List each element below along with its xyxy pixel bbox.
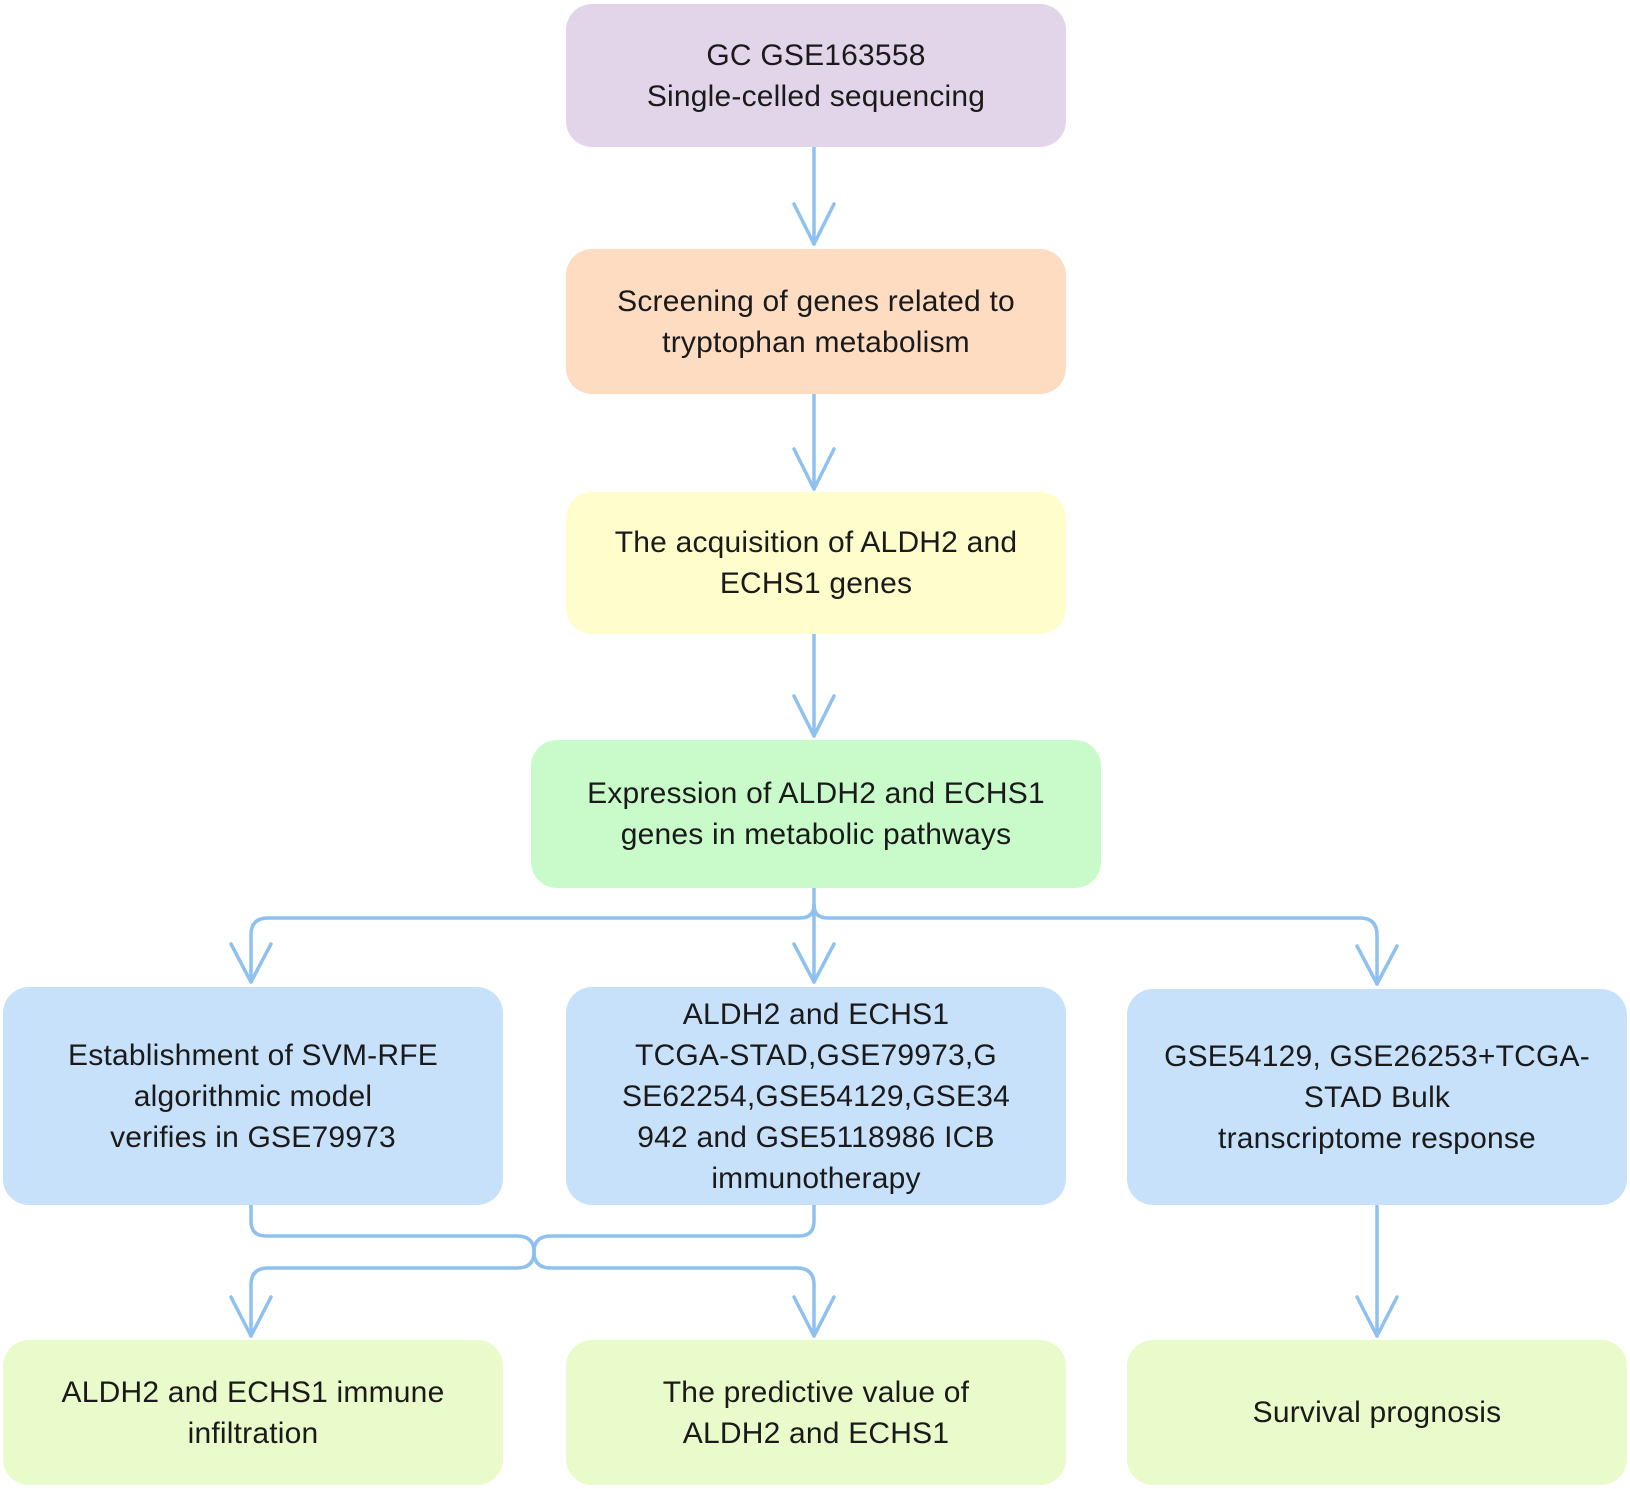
arrowhead bbox=[792, 1295, 836, 1338]
edge-expression-to-bulk bbox=[812, 903, 1379, 986]
node-text-line: ALDH2 and ECHS1 immune bbox=[61, 1375, 445, 1409]
node-predictive-value: The predictive value of ALDH2 and ECHS1 bbox=[566, 1340, 1066, 1485]
arrowhead bbox=[792, 202, 836, 246]
arrowhead bbox=[792, 447, 836, 491]
node-text-line: The predictive value of bbox=[662, 1375, 970, 1409]
edge-svm-merge bbox=[249, 1203, 536, 1254]
node-validation-sets: ALDH2 and ECHS1 TCGA-STAD,GSE79973,G SE6… bbox=[566, 987, 1066, 1205]
node-text-line: Expression of ALDH2 and ECHS1 bbox=[587, 777, 1045, 810]
arrowhead bbox=[1355, 1295, 1399, 1338]
node-text-line: verifies in GSE79973 bbox=[110, 1120, 396, 1154]
edge-validation-merge bbox=[532, 1203, 816, 1254]
node-immune-infiltration: ALDH2 and ECHS1 immune infiltration bbox=[3, 1340, 503, 1485]
node-text-line: Establishment of SVM-RFE bbox=[68, 1038, 438, 1072]
node-text-line: immunotherapy bbox=[711, 1161, 921, 1195]
edge-split-to-predictive bbox=[532, 1250, 816, 1338]
node-gc-sequencing: GC GSE163558 Single-celled sequencing bbox=[566, 4, 1066, 147]
arrowhead bbox=[792, 942, 836, 984]
arrowhead bbox=[229, 942, 273, 984]
arrowhead bbox=[792, 694, 836, 738]
node-text-line: genes in metabolic pathways bbox=[620, 818, 1012, 851]
node-text-line: algorithmic model bbox=[133, 1079, 373, 1113]
node-screening: Screening of genes related to tryptophan… bbox=[566, 249, 1066, 394]
node-text-line: tryptophan metabolism bbox=[662, 325, 970, 359]
node-svm-rfe: Establishment of SVM-RFE algorithmic mod… bbox=[3, 987, 503, 1205]
node-text-line: SE62254,GSE54129,GSE34 bbox=[621, 1079, 1010, 1113]
edge-split-to-immune bbox=[249, 1250, 536, 1338]
node-text-line: GSE54129, GSE26253+TCGA- bbox=[1164, 1039, 1590, 1073]
node-text-line: 942 and GSE5118986 ICB bbox=[637, 1120, 995, 1154]
node-text-line: Screening of genes related to bbox=[617, 284, 1015, 318]
node-expression: Expression of ALDH2 and ECHS1 genes in m… bbox=[531, 740, 1101, 888]
arrowhead bbox=[1355, 944, 1399, 986]
node-text-line: Single-celled sequencing bbox=[646, 79, 986, 113]
node-text-line: TCGA-STAD,GSE79973,G bbox=[635, 1038, 997, 1072]
node-survival: Survival prognosis bbox=[1127, 1340, 1627, 1485]
node-acquisition: The acquisition of ALDH2 and ECHS1 genes bbox=[566, 492, 1066, 634]
node-text-line: ALDH2 and ECHS1 bbox=[682, 997, 950, 1031]
edge-expression-branch bbox=[249, 886, 816, 984]
node-text-line: infiltration bbox=[187, 1416, 319, 1450]
node-text-line: GC GSE163558 bbox=[706, 38, 926, 72]
node-text-line: Survival prognosis bbox=[1252, 1396, 1502, 1429]
node-text-line: STAD Bulk bbox=[1303, 1080, 1451, 1114]
arrowhead bbox=[229, 1295, 273, 1338]
node-text-line: transcriptome response bbox=[1218, 1121, 1536, 1155]
node-text-line: ECHS1 genes bbox=[719, 567, 913, 600]
node-text-line: ALDH2 and ECHS1 bbox=[682, 1416, 950, 1450]
node-bulk-transcriptome: GSE54129, GSE26253+TCGA- STAD Bulk trans… bbox=[1127, 989, 1627, 1205]
node-text-line: The acquisition of ALDH2 and bbox=[614, 526, 1018, 559]
